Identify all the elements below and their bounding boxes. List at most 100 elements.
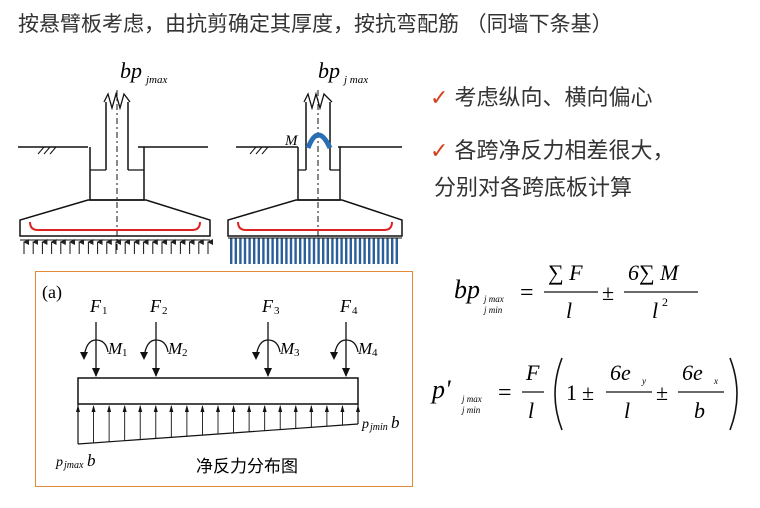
pressure-bar: [299, 238, 302, 264]
pressure-bar: [276, 238, 279, 264]
moment-label: M: [357, 339, 373, 358]
formula-p-prime: p' j max j min = F l 1 ± 6e y l ± 6e x b: [430, 357, 738, 431]
force-sub: 1: [102, 305, 108, 317]
formula-bp: bp j max j min = ∑ F l ± 6∑ M l 2: [454, 260, 698, 323]
moment-label: M: [279, 339, 295, 358]
pjmax-sub: jmax: [62, 460, 84, 471]
pressure-bar: [386, 238, 389, 264]
net-reaction-arrows: [76, 405, 360, 444]
page-title: 按悬臂板考虑，由抗剪确定其厚度，按抗弯配筋 （同墙下条基）: [18, 12, 613, 36]
pressure-bar: [381, 238, 385, 264]
pressure-bar: [271, 238, 274, 264]
pressure-bar: [280, 238, 283, 264]
footing-diagrams: bp jmax M bp j max: [18, 58, 403, 264]
f1-den1: l: [566, 298, 572, 323]
moment-sub: 2: [182, 347, 188, 359]
foundation-beam: [77, 377, 359, 405]
pjmax-b: b: [87, 451, 96, 470]
moment-sub: 3: [294, 347, 300, 359]
force-label: F: [261, 296, 274, 316]
pressure-bar: [340, 238, 343, 264]
left-bp-sub: jmax: [144, 74, 168, 86]
pressure-bar: [262, 238, 265, 264]
pressure-bar: [312, 238, 316, 264]
bullet-text-1: 考虑纵向、横向偏心: [454, 86, 653, 111]
f2-den1: l: [528, 398, 534, 423]
left-footing: bp jmax: [18, 58, 213, 254]
f1-den2-sup: 2: [662, 295, 668, 309]
pressure-bar: [234, 238, 237, 264]
force-label: F: [149, 296, 162, 316]
f1-lhs: bp: [454, 275, 480, 304]
moment-arrow-icon: [333, 339, 359, 359]
pressure-bar: [349, 238, 352, 264]
pressure-bar: [230, 238, 233, 264]
pressure-bar: [326, 238, 329, 264]
moment-label: M: [167, 339, 183, 358]
check-icon: ✓: [430, 86, 449, 111]
f2-one: 1: [566, 380, 577, 405]
pjmin-label: p: [361, 417, 369, 432]
panel-label: (a): [42, 282, 62, 303]
pressure-bar: [243, 238, 247, 264]
force-sub: 2: [162, 305, 168, 317]
moment-arrow-icon: [143, 339, 169, 359]
pressure-bar: [322, 238, 325, 264]
pressure-bar: [289, 238, 293, 264]
right-bp-sub: j max: [342, 74, 368, 86]
pjmin-sub: jmin: [368, 422, 388, 433]
f2-num1: F: [525, 360, 540, 385]
right-footing: M bp j max: [227, 58, 403, 264]
bullet-text-2: 各跨净反力相差很大，: [454, 139, 675, 164]
f2-sub-bot: j min: [461, 405, 481, 415]
soil-hatch-icon: [249, 146, 269, 155]
pressure-bar: [253, 238, 256, 264]
moment-label: M: [107, 339, 123, 358]
pressure-bar: [345, 238, 348, 264]
f2-num2-sub: y: [641, 376, 646, 386]
bullet-span-reaction: ✓各跨净反力相差很大，: [430, 133, 674, 165]
panel-caption: 净反力分布图: [196, 457, 298, 476]
pjmin-b: b: [391, 413, 400, 432]
pressure-bar: [239, 238, 242, 264]
pressure-bar: [285, 238, 288, 264]
f1-sub-bot: j min: [483, 305, 503, 315]
force-label: F: [339, 296, 352, 316]
right-paren-icon: [729, 357, 738, 431]
f1-pm: ±: [602, 280, 614, 305]
right-M-label: M: [284, 133, 299, 149]
moment-arrow-icon: [83, 339, 109, 359]
f2-pm2: ±: [656, 380, 668, 405]
varying-pressure-bars: [228, 237, 402, 264]
pressure-bar: [331, 238, 334, 264]
f2-num2: 6e: [610, 360, 631, 385]
pressure-bar: [308, 238, 311, 264]
pressure-bar: [368, 238, 371, 264]
moment-sub: 1: [122, 347, 128, 359]
f1-den2: l: [652, 298, 658, 323]
f1-num2: 6∑ M: [628, 260, 680, 285]
pressure-bar: [266, 238, 270, 264]
pressure-bar: [354, 238, 357, 264]
pressure-bar: [377, 238, 380, 264]
force-sub: 3: [274, 305, 280, 317]
f1-eq: =: [520, 280, 534, 306]
pressure-bar: [363, 238, 366, 264]
pressure-bar: [358, 238, 362, 264]
left-paren-icon: [554, 357, 563, 431]
f2-sub-top: j max: [461, 394, 482, 404]
f2-lhs: p': [430, 375, 451, 404]
f2-den3: b: [694, 398, 705, 423]
pressure-bar: [391, 238, 394, 264]
pressure-bar: [372, 238, 375, 264]
pressure-bar: [335, 238, 339, 264]
uniform-pressure-arrows: [23, 239, 213, 254]
f2-pm1: ±: [582, 380, 594, 405]
f2-num3-sub: x: [713, 376, 718, 386]
